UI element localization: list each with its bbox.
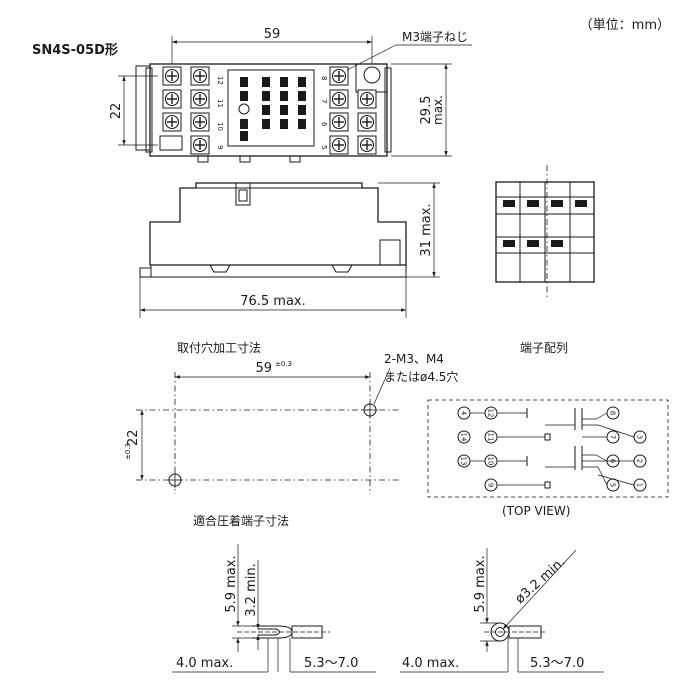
terminal-8: 8: [609, 411, 617, 415]
top-view-left-terminals: [159, 66, 210, 155]
crimp-left-dim-c: 4.0 max.: [176, 656, 233, 671]
terminal-12: 12: [487, 409, 495, 418]
crimp-right-dim-b: ø3.2 min.: [513, 555, 569, 607]
crimp-left-dim-b: 3.2 min.: [244, 563, 259, 616]
terminal-7: 7: [609, 435, 617, 439]
relay-pin-holes: [240, 77, 306, 141]
mounting-hole-drawing: 取付穴加工寸法 59 ±0.3 22 ±0.3 2-M3、M4 またはø4.5穴: [124, 340, 458, 494]
terminal-13: 13: [460, 457, 468, 466]
crimp-terminal-drawing: 適合圧着端子寸法 5.9 max. 3.2 min. 4.0 max. 5.3～…: [172, 513, 604, 673]
top-width-dim: 59: [264, 27, 281, 42]
screw-label: M3端子ねじ: [402, 30, 468, 44]
terminal-number-11: 11: [216, 99, 224, 108]
crimp-right-dim-a: 5.9 max.: [473, 555, 488, 612]
terminal-5: 5: [609, 483, 617, 487]
terminal-11: 11: [487, 433, 495, 442]
side-length-dim: 76.5 max.: [240, 294, 306, 309]
terminal-number-5: 5: [320, 145, 328, 149]
hole-label-line1: 2-M3、M4: [384, 352, 444, 366]
crimp-right-dim-c: 4.0 max.: [402, 656, 459, 671]
terminal-number-6: 6: [320, 122, 328, 127]
contact-wiring: [470, 408, 635, 489]
model-title: SN4S-05D形: [32, 43, 118, 58]
top-view-right-terminals: [329, 66, 377, 155]
unit-label: （単位：mm）: [580, 17, 670, 33]
crimp-ring-terminal: 5.9 max. ø3.2 min. 4.0 max. 5.3～7.0: [400, 548, 604, 673]
crimp-left-dim-d: 5.3～7.0: [304, 656, 358, 671]
side-view: 31 max. 76.5 max.: [139, 182, 440, 318]
crimp-title: 適合圧着端子寸法: [193, 513, 289, 528]
terminal-arrangement: 端子配列 4 12 8 14 11 7 3 13 10 6 2 9 5 1: [427, 341, 669, 518]
terminal-arrangement-title: 端子配列: [520, 341, 568, 355]
terminal-number-12: 12: [216, 76, 224, 85]
top-pitch-dim: 22: [109, 103, 124, 120]
top-view-caption: (TOP VIEW): [502, 504, 570, 518]
top-height-dim-suffix: max.: [431, 95, 445, 125]
mounting-title: 取付穴加工寸法: [177, 340, 261, 355]
terminal-number-10: 10: [216, 122, 224, 131]
terminal-1: 1: [636, 483, 644, 487]
terminal-10: 10: [487, 457, 495, 466]
mounting-width-tol: ±0.3: [275, 360, 292, 368]
side-height-dim: 31 max.: [419, 203, 434, 256]
terminal-14: 14: [460, 433, 468, 442]
terminal-number-7: 7: [320, 99, 328, 103]
terminal-9: 9: [487, 483, 495, 487]
mounting-height-tol: ±0.3: [124, 443, 132, 460]
mounting-height-dim: 22: [126, 429, 141, 446]
hole-label-line2: またはø4.5穴: [384, 369, 458, 384]
top-view: 12 11 10 9 8 7 6 5 59 M3端子ねじ: [109, 27, 472, 163]
end-view: [495, 165, 595, 300]
crimp-fork-terminal: 5.9 max. 3.2 min. 4.0 max. 5.3～7.0: [172, 544, 376, 673]
terminal-number-9: 9: [216, 145, 224, 149]
terminal-4: 4: [460, 411, 468, 416]
terminal-3: 3: [636, 435, 644, 439]
crimp-right-dim-d: 5.3～7.0: [530, 656, 584, 671]
crimp-left-dim-a: 5.9 max.: [224, 555, 239, 612]
mounting-width-dim: 59: [255, 361, 272, 376]
terminal-2: 2: [636, 459, 644, 463]
top-height-dim: 29.5: [419, 96, 434, 125]
terminal-circles: 4 12 8 14 11 7 3 13 10 6 2 9 5 1: [457, 406, 647, 492]
terminal-number-8: 8: [320, 76, 328, 80]
